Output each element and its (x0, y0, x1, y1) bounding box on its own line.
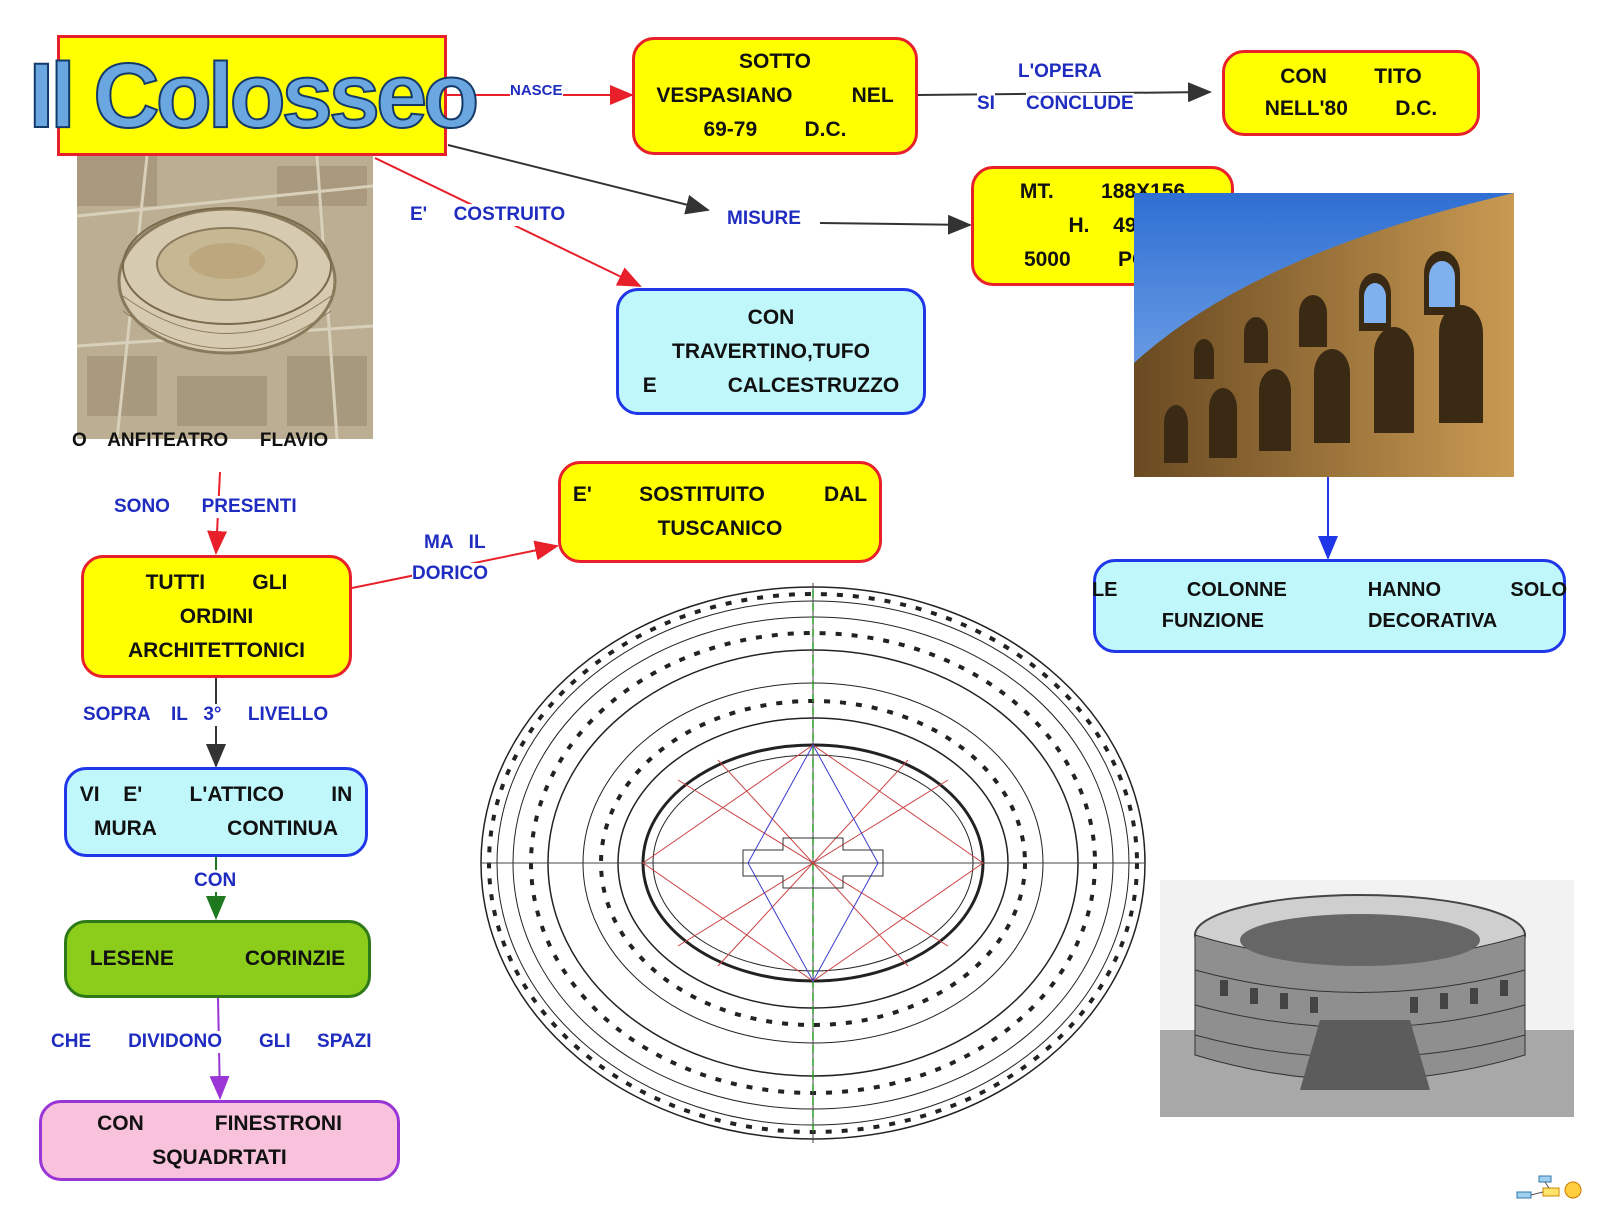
node-con-tito: CON TITO NELL'80 D.C. (1222, 50, 1480, 136)
colosseum-aerial-photo (77, 156, 373, 439)
arrow-misure (819, 214, 972, 235)
label-ma-il: MA IL (424, 532, 486, 554)
node-ordini: TUTTI GLI ORDINI ARCHITETTONICI (81, 555, 352, 678)
colosseum-floor-plan (478, 580, 1148, 1150)
label-misure: MISURE (727, 208, 801, 230)
colosseum-model-photo (1160, 880, 1574, 1117)
node-materiali: CON TRAVERTINO,TUFO E CALCESTRUZZO (616, 288, 926, 415)
page-title: Il Colosseo (28, 44, 481, 147)
title-box: Il Colosseo (28, 35, 480, 156)
label-opera-1: L'OPERA (1018, 61, 1102, 83)
label-costruito: E' COSTRUITO (410, 204, 566, 226)
anfiteatro-caption: O ANFITEATRO FLAVIO (72, 430, 329, 451)
node-colonne: LE COLONNE HANNO SOLO FUNZIONE DECORATIV… (1092, 559, 1567, 653)
label-opera-2: CONCLUDE (1026, 93, 1134, 115)
label-opera-si: SI (977, 93, 995, 115)
label-presenti: SONO PRESENTI (114, 496, 297, 518)
node-tuscanico: E' SOSTITUITO DAL TUSCANICO (558, 461, 882, 563)
arrow-to-misure-label (447, 144, 710, 215)
colosseum-ruins-photo (1134, 193, 1514, 477)
node-attico: VI E' L'ATTICO IN MURA CONTINUA (64, 767, 368, 857)
label-sopra: SOPRA IL 3° LIVELLO (83, 704, 329, 726)
label-dorico: DORICO (412, 563, 488, 585)
node-lesene: LESENE CORINZIE (64, 920, 371, 998)
label-nasce: NASCE (510, 80, 563, 102)
node-sotto-vespasiano: SOTTO VESPASIANO NEL 69-79 D.C. (632, 37, 918, 155)
mindmap-logo-icon (1515, 1174, 1585, 1204)
label-con: CON (194, 870, 237, 892)
label-che: CHE DIVIDONO GLI SPAZI (51, 1031, 372, 1053)
node-finestroni: CON FINESTRONI SQUADRTATI (39, 1100, 400, 1181)
